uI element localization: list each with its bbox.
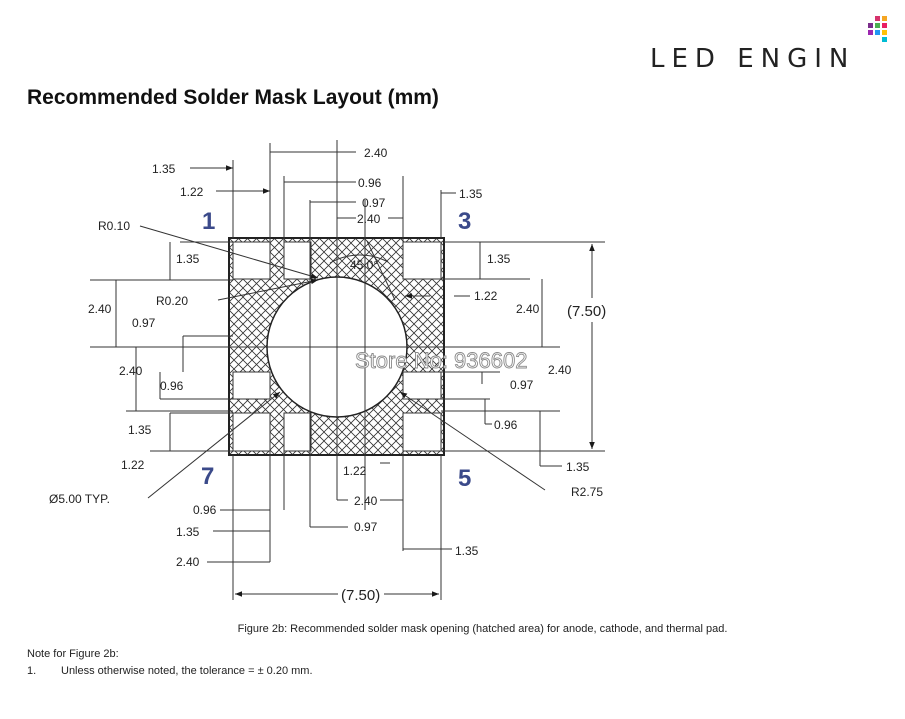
dim-right-1.35b: 1.35 xyxy=(566,460,590,474)
bottom-dimensions: 1.22 0.96 2.40 1.35 0.97 1.35 2.40 (7.50… xyxy=(176,464,479,604)
left-dimensions: R0.10 1.35 R0.20 2.40 0.97 2.40 0.96 1.3… xyxy=(49,219,200,506)
dim-left-1.22: 1.22 xyxy=(121,458,145,472)
dim-left-diameter: Ø5.00 TYP. xyxy=(49,492,110,506)
note-title: Note for Figure 2b: xyxy=(27,648,119,660)
dim-bottom-0.96: 0.96 xyxy=(193,503,217,517)
dim-left-2.40: 2.40 xyxy=(88,302,112,316)
dim-right-1.22: 1.22 xyxy=(474,289,498,303)
dim-right-2.40: 2.40 xyxy=(516,302,540,316)
dim-bottom-0.97: 0.97 xyxy=(354,520,378,534)
dim-left-0.96: 0.96 xyxy=(160,379,184,393)
dim-bottom-2.40: 2.40 xyxy=(354,494,378,508)
dim-top-0.96: 0.96 xyxy=(358,176,382,190)
dim-top-2.40: 2.40 xyxy=(364,146,388,160)
logo-text: LED ENGIN xyxy=(650,44,856,74)
dim-left-0.97: 0.97 xyxy=(132,316,156,330)
page-title: Recommended Solder Mask Layout (mm) xyxy=(27,86,439,109)
note-item-number: 1. xyxy=(27,665,37,677)
dim-left-r0.10: R0.10 xyxy=(98,219,130,233)
dim-bottom-1.35b: 1.35 xyxy=(455,544,479,558)
top-dimensions: 1.35 1.22 2.40 0.96 0.97 2.40 1.35 xyxy=(152,146,483,226)
dim-right-0.97: 0.97 xyxy=(510,378,534,392)
pin-labels: 1 3 7 5 xyxy=(201,208,471,492)
dim-bottom-7.50: (7.50) xyxy=(341,587,380,604)
note-item-text: Unless otherwise noted, the tolerance = … xyxy=(61,665,313,677)
pin-label-7: 7 xyxy=(201,463,214,490)
figure-caption: Figure 2b: Recommended solder mask openi… xyxy=(237,623,728,635)
dim-bottom-1.22: 1.22 xyxy=(343,464,367,478)
dim-right-7.50: (7.50) xyxy=(567,303,606,320)
angle-label: 45.0° xyxy=(350,258,378,272)
dim-right-1.35: 1.35 xyxy=(487,252,511,266)
dim-right-2.40b: 2.40 xyxy=(548,363,572,377)
dim-left-r0.20: R0.20 xyxy=(156,294,188,308)
pin-label-1: 1 xyxy=(202,208,215,235)
pin-label-5: 5 xyxy=(458,465,471,492)
dim-left-1.35b: 1.35 xyxy=(128,423,152,437)
dim-right-r2.75: R2.75 xyxy=(571,485,603,499)
dim-top-2.40b: 2.40 xyxy=(357,212,381,226)
dim-top-1.35: 1.35 xyxy=(152,162,176,176)
dimension-lines xyxy=(90,143,605,600)
dim-left-1.35: 1.35 xyxy=(176,252,200,266)
dim-right-0.96: 0.96 xyxy=(494,418,518,432)
pin-label-3: 3 xyxy=(458,208,471,235)
dim-bottom-2.40b: 2.40 xyxy=(176,555,200,569)
led-engin-logo: LED ENGIN xyxy=(650,40,890,80)
dim-left-2.40b: 2.40 xyxy=(119,364,143,378)
dim-bottom-1.35: 1.35 xyxy=(176,525,200,539)
dim-top-1.22: 1.22 xyxy=(180,185,204,199)
dim-top-0.97: 0.97 xyxy=(362,196,386,210)
dim-top-1.35b: 1.35 xyxy=(459,187,483,201)
watermark: Store No: 936602 xyxy=(355,348,527,373)
right-dimensions: 1.35 1.22 2.40 (7.50) 0.97 2.40 0.96 1.3… xyxy=(474,252,606,499)
